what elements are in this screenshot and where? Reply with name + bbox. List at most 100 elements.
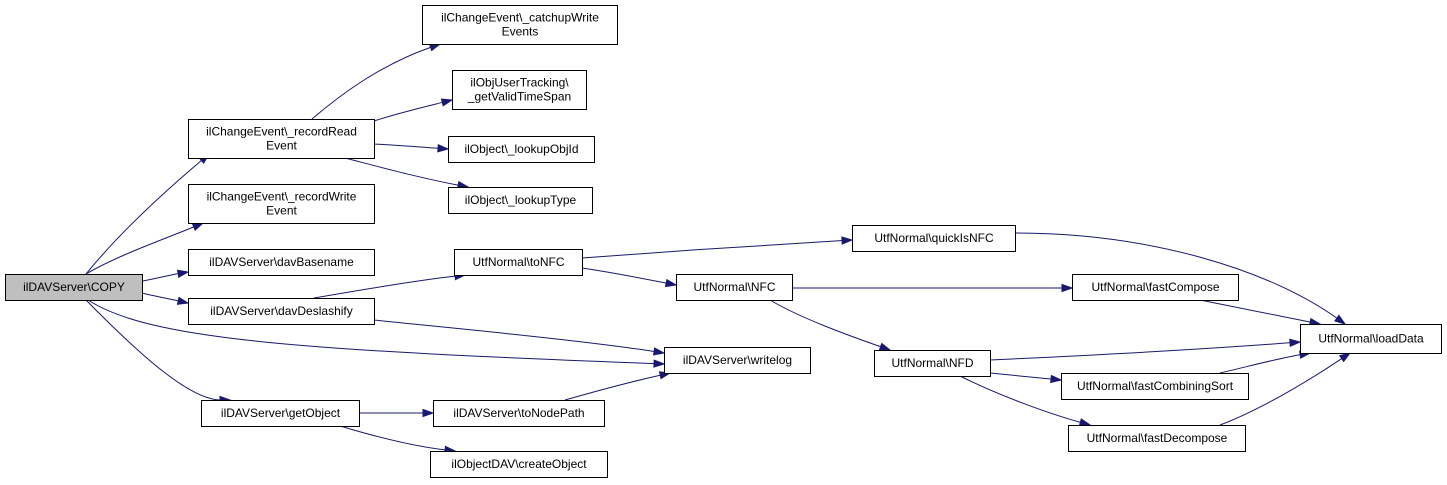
arrowhead bbox=[653, 359, 666, 368]
edge-line bbox=[959, 375, 1082, 424]
edge-recordread-validtime bbox=[373, 98, 454, 122]
edge-line bbox=[581, 267, 668, 284]
node-tonodepath[interactable]: ilDAVServer\toNodePath bbox=[433, 400, 605, 427]
edge-line bbox=[1014, 232, 1338, 320]
node-label: UtfNormal\NFD bbox=[891, 356, 973, 370]
node-label: Event bbox=[266, 139, 297, 153]
edge-copy-deslashify bbox=[136, 291, 190, 305]
node-label: ilDAVServer\davDeslashify bbox=[210, 304, 353, 318]
node-fastcombsort[interactable]: UtfNormal\fastCombiningSort bbox=[1061, 373, 1249, 400]
node-createobject[interactable]: ilObjectDAV\createObject bbox=[430, 451, 608, 478]
node-box[interactable] bbox=[1061, 373, 1249, 400]
node-box[interactable] bbox=[201, 400, 360, 427]
node-basename[interactable]: ilDAVServer\davBasename bbox=[188, 249, 375, 276]
node-nfd[interactable]: UtfNormal\NFD bbox=[874, 350, 991, 377]
node-label: ilChangeEvent\_recordRead bbox=[206, 125, 357, 139]
node-label: UtfNormal\fastCombiningSort bbox=[1077, 379, 1234, 393]
node-box[interactable] bbox=[188, 119, 375, 159]
arrowhead bbox=[1334, 314, 1347, 325]
node-tonfc[interactable]: UtfNormal\toNFC bbox=[454, 249, 583, 276]
node-label: UtfNormal\loadData bbox=[1318, 332, 1424, 346]
node-lookuptype[interactable]: ilObject\_lookupType bbox=[448, 187, 593, 214]
node-box[interactable] bbox=[852, 225, 1016, 252]
node-box[interactable] bbox=[1072, 274, 1239, 301]
edge-line bbox=[581, 239, 844, 259]
edge-line bbox=[339, 425, 447, 451]
node-box[interactable] bbox=[5, 274, 143, 301]
node-box[interactable] bbox=[422, 5, 618, 45]
node-box[interactable] bbox=[1068, 425, 1246, 452]
arrowhead bbox=[191, 222, 205, 231]
node-box[interactable] bbox=[874, 350, 991, 377]
edge-nfd-fastcombsort bbox=[989, 372, 1063, 384]
arrowhead bbox=[841, 236, 854, 245]
node-fastcompose[interactable]: UtfNormal\fastCompose bbox=[1072, 274, 1239, 301]
arrowhead bbox=[1078, 418, 1092, 427]
node-label: ilDAVServer\toNodePath bbox=[453, 406, 584, 420]
node-label: _getValidTimeSpan bbox=[467, 90, 571, 104]
edge-deslashify-writelog bbox=[373, 319, 666, 356]
edge-getobject-createobject bbox=[339, 425, 457, 455]
node-label: ilObjectDAV\createObject bbox=[451, 457, 587, 471]
node-box[interactable] bbox=[188, 184, 375, 224]
node-box[interactable] bbox=[676, 274, 793, 301]
edge-line bbox=[85, 159, 203, 275]
node-nfc[interactable]: UtfNormal\NFC bbox=[676, 274, 793, 301]
edge-line bbox=[136, 273, 180, 283]
arrowhead bbox=[176, 269, 190, 278]
node-lookupobjid[interactable]: ilObject\_lookupObjId bbox=[448, 136, 595, 163]
edge-line bbox=[989, 372, 1053, 380]
arrowhead bbox=[878, 342, 892, 351]
edge-deslashify-tonfc bbox=[313, 271, 467, 299]
node-label: ilDAVServer\davBasename bbox=[209, 255, 354, 269]
arrowhead bbox=[652, 347, 666, 356]
arrowhead bbox=[1061, 283, 1074, 293]
arrowhead bbox=[1338, 352, 1352, 363]
node-box[interactable] bbox=[448, 187, 593, 214]
edge-recordread-lookupobjid bbox=[373, 143, 450, 153]
node-getobject[interactable]: ilDAVServer\getObject bbox=[201, 400, 360, 427]
node-validtime[interactable]: ilObjUserTracking\_getValidTimeSpan bbox=[452, 70, 587, 110]
node-deslashify[interactable]: ilDAVServer\davDeslashify bbox=[188, 298, 375, 325]
node-box[interactable] bbox=[430, 451, 608, 478]
node-label: UtfNormal\toNFC bbox=[472, 255, 564, 269]
arrowhead bbox=[437, 144, 450, 153]
node-label: UtfNormal\fastDecompose bbox=[1087, 431, 1228, 445]
node-fastdecompose[interactable]: UtfNormal\fastDecompose bbox=[1068, 425, 1246, 452]
edge-tonodepath-writelog bbox=[564, 371, 672, 401]
arrowhead bbox=[1050, 374, 1063, 384]
edge-line bbox=[313, 275, 457, 299]
edge-line bbox=[1219, 353, 1302, 374]
edge-line bbox=[1219, 357, 1343, 426]
edge-getobject-tonodepath bbox=[358, 408, 435, 418]
node-box[interactable] bbox=[433, 400, 605, 427]
node-box[interactable] bbox=[448, 136, 595, 163]
edge-copy-recordwrite bbox=[85, 222, 205, 275]
edge-tonfc-nfc bbox=[581, 267, 678, 288]
node-label: ilDAVServer\writelog bbox=[683, 353, 792, 367]
node-box[interactable] bbox=[188, 249, 375, 276]
edge-line bbox=[85, 299, 222, 401]
node-box[interactable] bbox=[664, 347, 811, 374]
node-label: UtfNormal\quickIsNFC bbox=[874, 231, 994, 245]
node-box[interactable] bbox=[188, 298, 375, 325]
node-box[interactable] bbox=[1300, 324, 1442, 354]
node-label: ilChangeEvent\_catchupWrite bbox=[441, 11, 599, 25]
edge-copy-basename bbox=[136, 269, 190, 283]
edge-line bbox=[989, 342, 1292, 361]
edge-fastcombsort-loaddata bbox=[1219, 350, 1312, 374]
node-loaddata[interactable]: UtfNormal\loadData bbox=[1300, 324, 1442, 354]
edge-line bbox=[1199, 299, 1312, 323]
node-copy[interactable]: ilDAVServer\COPY bbox=[5, 274, 143, 301]
edge-nfd-loaddata bbox=[989, 338, 1302, 361]
node-writelog[interactable]: ilDAVServer\writelog bbox=[664, 347, 811, 374]
edge-line bbox=[344, 157, 460, 186]
node-box[interactable] bbox=[454, 249, 583, 276]
node-box[interactable] bbox=[452, 70, 587, 110]
node-quickisnfc[interactable]: UtfNormal\quickIsNFC bbox=[852, 225, 1016, 252]
edge-nfc-nfd bbox=[769, 299, 892, 351]
node-label: ilObject\_lookupType bbox=[465, 193, 577, 207]
